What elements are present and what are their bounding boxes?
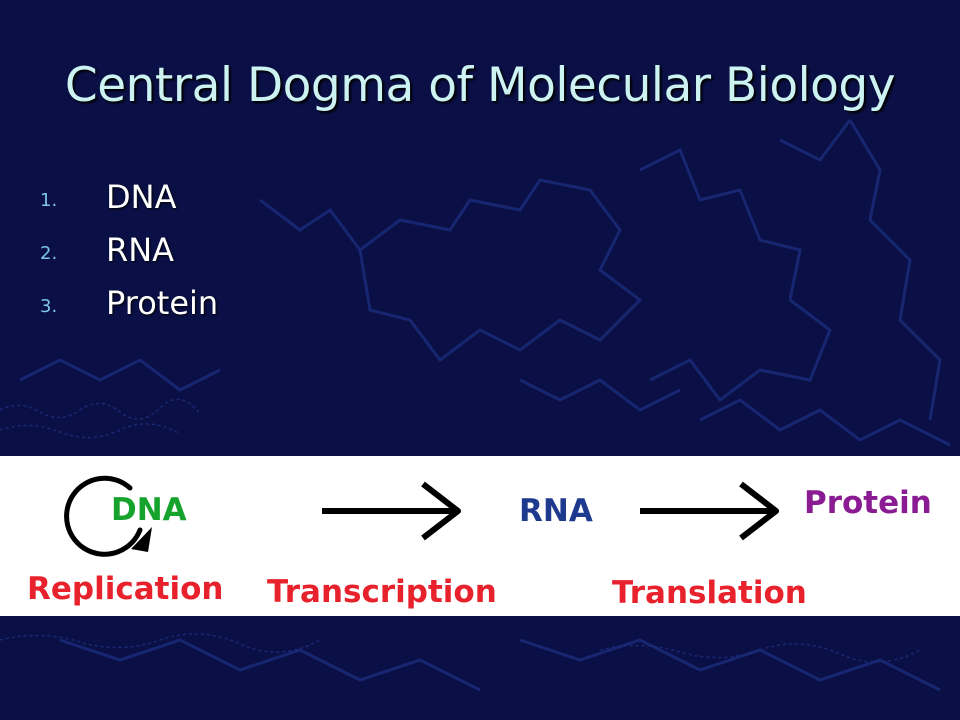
translation-arrowhead (739, 481, 779, 541)
slide-title: Central Dogma of Molecular Biology (64, 58, 896, 113)
list-number: 1. (40, 190, 58, 211)
transcription-label: Transcription (267, 574, 497, 610)
rna-label: RNA (519, 493, 593, 529)
replication-label: Replication (27, 571, 224, 607)
list-text: DNA (106, 178, 177, 216)
diagram-graphics (64, 475, 779, 557)
dna-label: DNA (111, 492, 187, 528)
list-text: RNA (106, 231, 175, 269)
transcription-arrowhead (421, 481, 461, 541)
protein-label: Protein (804, 485, 932, 521)
replication-arrowhead (131, 527, 152, 552)
translation-label: Translation (612, 575, 807, 611)
list-number: 3. (40, 296, 58, 317)
central-dogma-diagram: DNA RNA Protein Replication Transcriptio… (0, 456, 960, 616)
replication-cycle-arrow (64, 475, 143, 557)
list-text: Protein (106, 284, 219, 322)
list-number: 2. (40, 243, 58, 264)
